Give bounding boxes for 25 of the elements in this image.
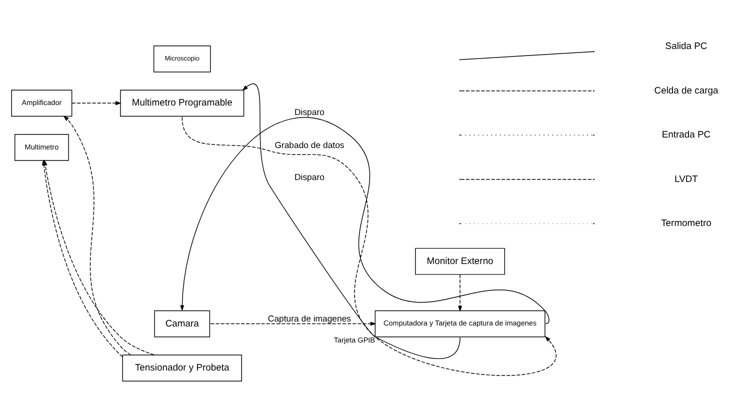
arrow	[43, 159, 154, 355]
edge-label: Disparo	[294, 171, 324, 182]
legend-label: LVDT	[674, 172, 698, 184]
legend-label: Salida PC	[665, 40, 708, 51]
node-box: Computadora y Tarjeta de captura de imagenes	[374, 310, 546, 337]
edge-label: Disparo	[294, 106, 324, 117]
legend-label: Entrada PC	[662, 128, 711, 140]
arrow	[210, 321, 376, 326]
node-box: Multimetro	[14, 134, 69, 160]
arrow	[180, 116, 550, 324]
arrow	[182, 116, 556, 376]
node-box: Multimetro Programable	[120, 89, 244, 116]
edge-label: Captura de imagenes	[268, 312, 352, 323]
arrow	[242, 83, 460, 359]
arrow	[63, 115, 132, 355]
node-label: Tarjeta GPIB	[334, 335, 376, 344]
node-box: Camara	[154, 310, 210, 337]
legend-label: Celda de carga	[654, 84, 718, 95]
arrow	[458, 274, 462, 312]
edge-label: Grabado de datos	[274, 139, 344, 150]
node-box: Amplificador	[11, 89, 72, 116]
arrow	[72, 100, 122, 105]
legend-label: Termometro	[661, 216, 712, 228]
node-box: Tensionador y Probeta	[122, 354, 242, 381]
node-box: Monitor Externo	[415, 247, 506, 274]
